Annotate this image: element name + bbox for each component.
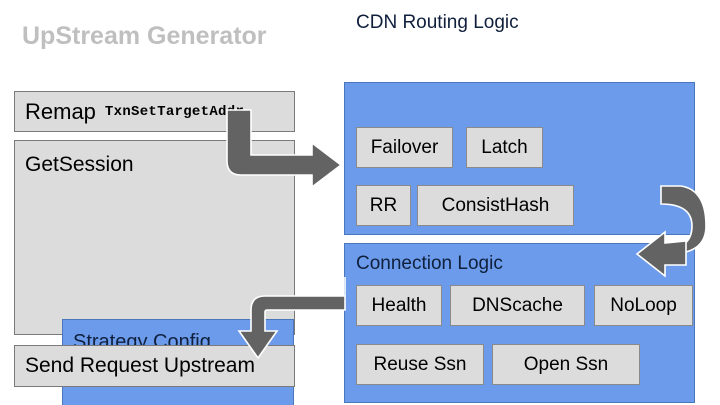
page-title: UpStream Generator bbox=[22, 22, 267, 50]
chip-dnscache[interactable]: DNScache bbox=[450, 285, 585, 326]
chip-rr[interactable]: RR bbox=[356, 185, 411, 226]
chip-health[interactable]: Health bbox=[356, 285, 442, 326]
send-request-upstream-box[interactable]: Send Request Upstream bbox=[14, 345, 295, 387]
chip-failover[interactable]: Failover bbox=[356, 127, 453, 168]
chip-consisthash[interactable]: ConsistHash bbox=[417, 185, 574, 226]
cdn-routing-logic-title: CDN Routing Logic bbox=[356, 12, 519, 33]
chip-latch[interactable]: Latch bbox=[466, 127, 543, 168]
connection-logic-title: Connection Logic bbox=[356, 253, 503, 274]
send-request-upstream-label: Send Request Upstream bbox=[25, 354, 255, 377]
get-session-box[interactable]: GetSession Strategy Config bbox=[14, 140, 295, 405]
chip-open-ssn[interactable]: Open Ssn bbox=[492, 344, 640, 385]
remap-label: Remap bbox=[25, 98, 96, 124]
chip-reuse-ssn[interactable]: Reuse Ssn bbox=[356, 344, 484, 385]
remap-api-label: TxnSetTargetAddr bbox=[104, 103, 245, 120]
get-session-label: GetSession bbox=[25, 153, 134, 176]
chip-noloop[interactable]: NoLoop bbox=[594, 285, 693, 326]
remap-box[interactable]: Remap TxnSetTargetAddr bbox=[14, 91, 295, 132]
